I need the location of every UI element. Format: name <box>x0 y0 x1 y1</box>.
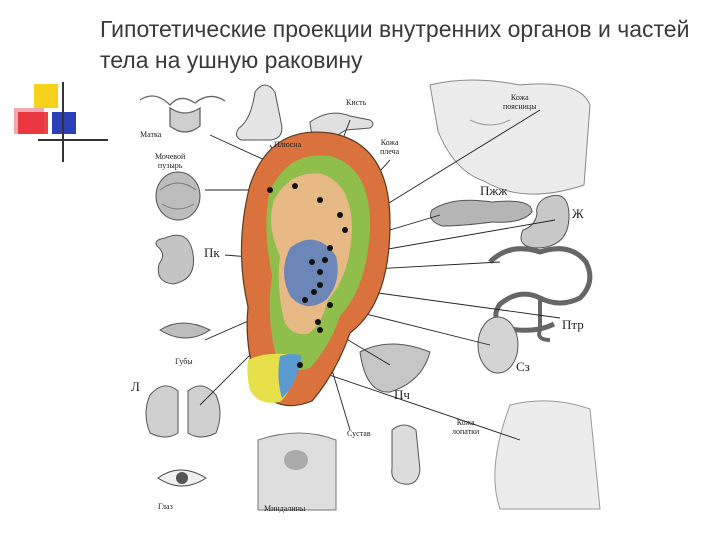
decorative-squares <box>8 82 108 162</box>
label-tonsils: Миндалины <box>264 504 306 513</box>
ear-concha <box>284 239 338 307</box>
pancreas-sketch <box>429 199 533 227</box>
shoulder-blade-sketch <box>494 400 601 510</box>
lungs-sketch <box>145 385 221 438</box>
label-lungs: Л <box>131 379 140 394</box>
bladder-sketch <box>155 171 201 221</box>
spleen-sketch <box>477 316 519 374</box>
ear-illustration <box>240 131 391 407</box>
shoulder-torso-sketch <box>429 79 591 195</box>
label-pk: Пк <box>204 245 220 260</box>
label-pancreas: Пжж <box>480 183 508 198</box>
label-lips: Губы <box>175 357 193 366</box>
label-joint: Сустав <box>347 429 371 438</box>
label-hand: Кисть <box>346 98 367 107</box>
kidney-sketch <box>155 234 195 285</box>
label-scapula-skin: Кожа лопатки <box>452 418 480 436</box>
label-metatarsus: Плюсна <box>274 140 302 149</box>
eye-sketch <box>157 469 207 487</box>
label-shoulder-skin: Кожа плеча <box>380 138 400 156</box>
ear-lobe-blue <box>278 354 302 398</box>
label-bladder: Мочевой пузырь <box>155 152 186 170</box>
label-eye: Глаз <box>158 502 173 511</box>
foot-sketch <box>235 84 283 141</box>
label-spleen: Сз <box>516 359 530 374</box>
label-liver: Пч <box>394 387 410 402</box>
lips-sketch <box>159 322 211 339</box>
uterus-sketch <box>139 95 226 133</box>
joint-sketch <box>391 424 421 485</box>
label-stomach: Ж <box>572 206 584 221</box>
label-intestine: Птр <box>562 317 584 332</box>
projection-points <box>267 183 348 368</box>
label-lumbar-skin: Кожа поясницы <box>503 93 537 111</box>
label-uterus: Матка <box>140 130 162 139</box>
liver-sketch <box>359 343 431 393</box>
tonsils-sketch <box>257 432 337 511</box>
slide-title: Гипотетические проекции внутренних орган… <box>100 16 690 73</box>
